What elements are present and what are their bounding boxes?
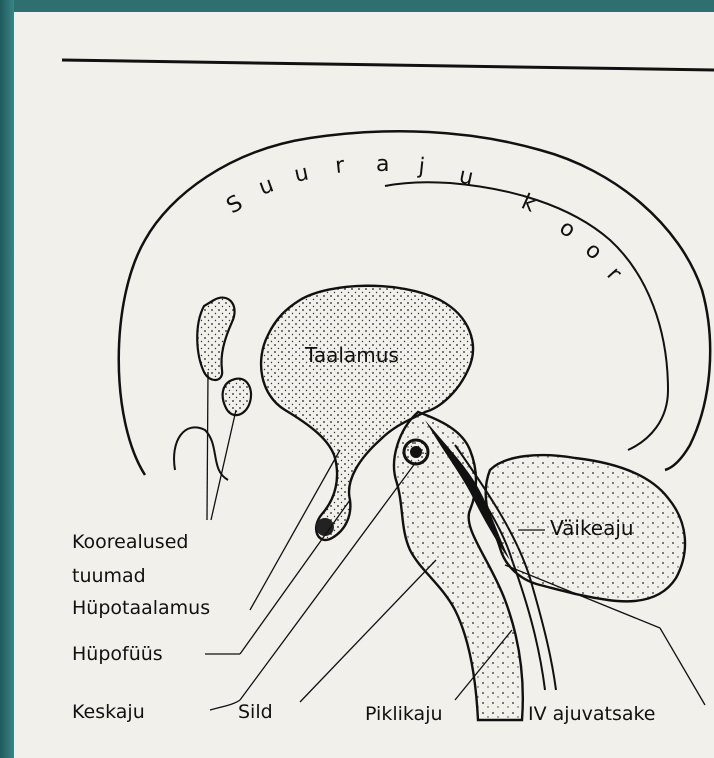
basal-nuclei-label-line2: tuumad bbox=[72, 565, 146, 587]
cortex-letter: o bbox=[580, 237, 606, 265]
cortex-label: S u u r a j u k o o r bbox=[223, 152, 627, 286]
thalamus-label: Taalamus bbox=[304, 343, 399, 367]
basal-nuclei-label-line1: Koorealused bbox=[72, 531, 188, 553]
cortex-letter: u bbox=[256, 172, 278, 200]
basal-nucleus-lower bbox=[223, 379, 251, 416]
top-rule bbox=[62, 60, 714, 70]
medulla-label: Piklikaju bbox=[365, 703, 443, 725]
cortex-letter: r bbox=[334, 153, 347, 179]
fourth-ventricle-label: IV ajuvatsake bbox=[528, 703, 656, 725]
basal-nucleus-upper bbox=[197, 298, 234, 380]
pons-label: Sild bbox=[238, 701, 273, 723]
hypothalamus-label: Hüpotaalamus bbox=[72, 597, 210, 619]
cortex-letter: r bbox=[602, 262, 627, 286]
cortex-letter: o bbox=[555, 215, 580, 243]
cortex-letter: k bbox=[518, 190, 540, 218]
cerebellum-label: Väikeaju bbox=[550, 516, 634, 540]
cortex-letter: u bbox=[457, 163, 476, 190]
cortex-letter: a bbox=[376, 152, 389, 177]
pituitary-label: Hüpofüüs bbox=[72, 643, 163, 665]
midbrain-core bbox=[410, 446, 422, 458]
cortex-letter: u bbox=[292, 161, 311, 188]
cortex-letter: j bbox=[416, 154, 426, 180]
midbrain-label: Keskaju bbox=[72, 701, 145, 723]
cortex-letter: S bbox=[223, 191, 248, 220]
